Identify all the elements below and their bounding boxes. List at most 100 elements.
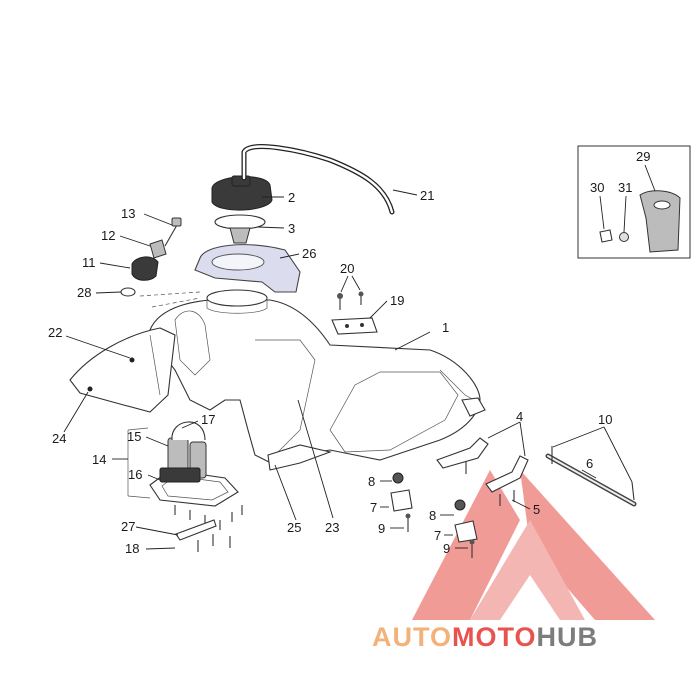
tank-filler-neck (206, 289, 268, 307)
callout-8a: 8 (368, 474, 375, 489)
callout-7b: 7 (434, 528, 441, 543)
callout-30: 30 (590, 180, 604, 195)
bolt-13-shaft (164, 224, 178, 247)
callout-25: 25 (287, 520, 301, 535)
callout-28: 28 (77, 285, 91, 300)
side-panel-dot-24 (87, 386, 93, 392)
watermark-hub: HUB (537, 622, 599, 652)
callout-6: 6 (586, 456, 593, 471)
pump-bracket-top (127, 427, 149, 431)
fuel-cap-knob (231, 175, 251, 187)
callout-24: 24 (52, 431, 66, 446)
fuel-cap-gasket (214, 214, 266, 244)
callout-27: 27 (121, 519, 135, 534)
tank-tab-right (461, 397, 486, 417)
callout-17: 17 (201, 412, 215, 427)
callout-16: 16 (128, 467, 142, 482)
bracket-19 (331, 317, 378, 335)
rubber-block-7b (454, 520, 478, 543)
mount-set-right (454, 499, 478, 558)
svg-text:AUTOMOTOHUB: AUTOMOTOHUB (372, 622, 598, 652)
watermark-logo (412, 470, 655, 620)
tank-mid-ridge (255, 339, 316, 456)
callout-31: 31 (618, 180, 632, 195)
tank-body (149, 299, 481, 466)
washer-28 (120, 287, 136, 297)
bolt-13-head (171, 217, 182, 227)
tank-left-lobe (174, 310, 211, 376)
fuel-cap-body (211, 176, 273, 211)
bracket-4a (436, 437, 489, 469)
callout-5: 5 (533, 502, 540, 517)
screw-20b-head (358, 291, 364, 297)
cap-housing (194, 244, 301, 293)
callout-9b: 9 (443, 541, 450, 556)
fitting-stack-left (120, 217, 201, 308)
leader-lines (63, 164, 656, 550)
side-panel-dot-22 (129, 357, 135, 363)
callout-2: 2 (288, 190, 295, 205)
side-panel (69, 327, 176, 413)
assembly-guide-dash-2 (151, 297, 201, 308)
callout-1: 1 (442, 320, 449, 335)
callout-26: 26 (302, 246, 316, 261)
rubber-block-7a (390, 489, 413, 512)
callout-29: 29 (636, 149, 650, 164)
side-panel-edge (149, 334, 161, 396)
nut-8b (454, 499, 466, 511)
callout-4: 4 (516, 409, 523, 424)
vent-hose-inner (242, 145, 394, 214)
callout-7a: 7 (370, 500, 377, 515)
callout-21: 21 (420, 188, 434, 203)
tank-filler-rim (206, 298, 268, 314)
screws-20 (337, 291, 364, 310)
spacer-12 (149, 239, 167, 259)
bracket-19-hole-a (345, 324, 349, 328)
fuel-tank (149, 289, 486, 471)
assembly-guide-dash (139, 291, 201, 297)
callout-13: 13 (121, 206, 135, 221)
side-panel-shape (69, 327, 176, 413)
pin-10b (631, 481, 635, 501)
gasket-ring (214, 214, 266, 230)
callout-9a: 9 (378, 521, 385, 536)
tank-inner-contour (329, 371, 459, 453)
callout-15: 15 (127, 429, 141, 444)
bolt-9b-head (469, 539, 475, 545)
watermark-auto: AUTO (372, 622, 452, 652)
callout-11: 11 (82, 255, 96, 270)
cap-housing-opening (211, 253, 265, 271)
hose-clip-27 (175, 519, 217, 541)
screw-20a-head (337, 293, 343, 299)
callout-10: 10 (598, 412, 612, 427)
rod-6 (545, 446, 637, 507)
callout-20: 20 (340, 261, 354, 276)
mount-set-left (390, 472, 413, 532)
bracket-19-hole-b (360, 323, 364, 327)
watermark-triangle-left (412, 470, 520, 620)
gasket-valve (229, 227, 251, 244)
callout-23: 23 (325, 520, 339, 535)
pump-motor-16 (159, 467, 201, 483)
nut-8a (392, 472, 404, 484)
callout-18: 18 (125, 541, 139, 556)
callout-22: 22 (48, 325, 62, 340)
pump-tube-17 (171, 421, 206, 441)
grommet-11 (131, 256, 159, 281)
rod-6-shaft-highlight (547, 455, 635, 505)
bracket-19-plate (331, 317, 378, 335)
inset-screw-30 (599, 229, 613, 243)
watermark-triangle-center (470, 520, 585, 620)
callout-12: 12 (101, 228, 115, 243)
pump-bracket-bottom (127, 495, 151, 499)
brackets-4 (436, 437, 529, 506)
inset-part-29-hole (653, 200, 671, 210)
callout-19: 19 (390, 293, 404, 308)
inset-washer-31 (619, 232, 629, 242)
inset-box (577, 145, 691, 259)
bolt-9a-head (405, 513, 411, 519)
callout-3: 3 (288, 221, 295, 236)
callout-14: 14 (92, 452, 106, 467)
watermark-text: AUTOMOTOHUB (372, 622, 598, 652)
